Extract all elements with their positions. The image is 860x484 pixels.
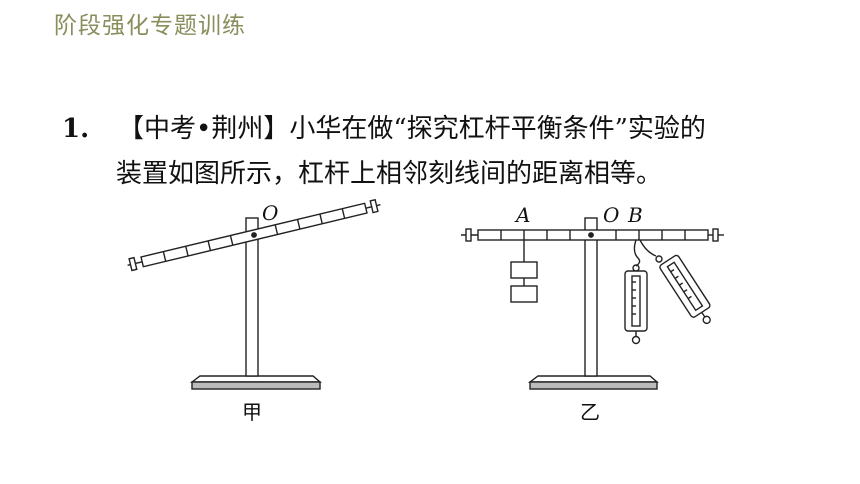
section-header: 阶段强化专题训练 [54,13,246,39]
left-caption: 甲 [242,400,262,424]
figure-right [461,217,724,390]
right-stand-base [527,375,659,383]
question-number: 1. [62,114,90,144]
left-pivot [251,232,257,238]
right-pivot [588,232,594,238]
left-stand-base [189,375,322,383]
label-b: B [627,203,643,227]
spring-scale-tilted [639,239,711,325]
right-caption: 乙 [580,400,600,424]
hanging-weights [510,240,538,303]
label-a: A [514,203,530,227]
right-pivot-label: O [603,203,619,227]
right-stand-pole [584,217,598,377]
right-stand-foot [529,381,658,390]
question-text-1: 【中考•荆州】小华在做“探究杠杆平衡条件”实验的 [118,114,706,144]
spring-scale-vertical [624,239,648,345]
left-pivot-label: O [262,201,278,225]
question-line-1: 1. 【中考•荆州】小华在做“探究杠杆平衡条件”实验的 [62,108,706,145]
question-line-2: 装置如图所示，杠杆上相邻刻线间的距离相等。 [116,159,663,189]
figure-left [127,198,381,390]
left-stand-foot [191,381,321,390]
left-stand-pole [245,217,259,377]
